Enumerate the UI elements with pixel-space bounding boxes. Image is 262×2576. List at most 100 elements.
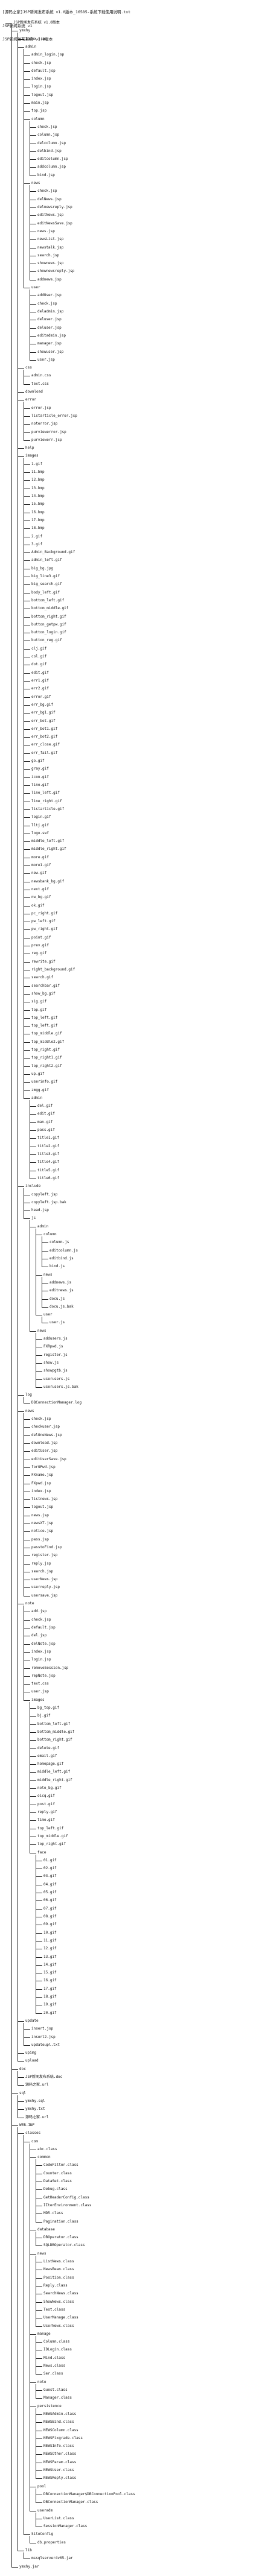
tree-node-label: SessionManager.class [43, 2524, 88, 2529]
tree-node: News.class [43, 2364, 65, 2369]
tree-node: listarticle_error.jsp [31, 414, 77, 419]
tree-node: userNews.jsp [31, 1577, 57, 1582]
tree-branch-line [24, 480, 30, 481]
tree-node-label: UserNews.class [43, 2323, 74, 2328]
tree-node: login.jsp [31, 1657, 51, 1662]
tree-node-label: userNews.jsp [31, 1577, 58, 1582]
tree-trunk-line [11, 25, 12, 2567]
tree-node: reply.jsp [31, 1562, 51, 1566]
tree-node-label: dot.gif [31, 662, 47, 667]
tree-node-label: reg.gif [31, 951, 47, 956]
tree-branch-line [36, 1908, 42, 1910]
tree-node: title1.gif [37, 1136, 59, 1141]
tree-node-label: register.js [43, 1352, 68, 1357]
tree-node: big_bg.jpg [31, 566, 53, 571]
tree-node-label: IIterEnvironment.class [43, 2203, 92, 2207]
tree-node: upimg [25, 2051, 36, 2055]
tree-node: err1.gif [31, 679, 49, 683]
tree-node-label: 16.gif [43, 1978, 57, 1983]
tree-branch-line [24, 769, 30, 770]
tree-node-label: insert.jsp [31, 2027, 54, 2031]
tree-node-label: showpgtb.js [43, 1369, 68, 1373]
tree-node: delcolumn.jsp [37, 141, 66, 146]
tree-branch-line [24, 103, 30, 104]
tree-branch-line [24, 1419, 30, 1420]
tree-branch-line [36, 2326, 42, 2327]
tree-branch-line [18, 2021, 24, 2022]
tree-node-label: news [37, 2251, 46, 2256]
tree-node: top_middle2.gif [31, 1040, 64, 1045]
tree-node: bottom_middle.gif [37, 1730, 74, 1735]
tree-node-label: next.gif [31, 887, 49, 891]
tree-node-label: login.gif [31, 815, 51, 820]
tree-branch-line [36, 2502, 42, 2504]
tree-node: note [25, 1601, 34, 1606]
tree-branch-line [24, 905, 30, 907]
tree-node: error [25, 397, 36, 402]
tree-branch-line [36, 2277, 42, 2279]
tree-branch-line [24, 1403, 30, 1404]
tree-node: userusers.js [43, 1377, 69, 1382]
tree-branch-line [36, 2358, 42, 2359]
tree-node-label: icon.gif [31, 774, 49, 779]
tree-node: 源码之家.url [25, 2083, 48, 2087]
tree-node: bottom_left.gif [37, 1722, 70, 1727]
tree-branch-line [36, 1371, 42, 1372]
tree-node-label: err_close.gif [31, 742, 60, 747]
tree-branch-line [30, 2157, 36, 2159]
tree-node-label: passtoFind.jsp [31, 1545, 62, 1549]
tree-branch-line [24, 1074, 30, 1075]
tree-node-label: FXname.jsp [31, 1473, 54, 1478]
tree-node: userusers.js.bak [43, 1385, 78, 1390]
tree-node: persistence [37, 2404, 62, 2409]
tree-node-label: DataSet.class [43, 2179, 72, 2184]
tree-node: news [25, 1409, 34, 1414]
tree-node-label: admin [37, 1224, 49, 1229]
tree-branch-line [36, 2245, 42, 2247]
tree-node: help [25, 446, 34, 451]
tree-node: post.gif [37, 1802, 55, 1807]
tree-node-label: pw_left.gif [31, 919, 56, 924]
tree-node-label: deladmin.jsp [37, 309, 64, 314]
tree-branch-line [24, 1595, 30, 1597]
tree-node-label: NEWSReply.class [43, 2476, 77, 2481]
tree-branch-line [24, 841, 30, 843]
tree-node-label: SQLDBOperator.class [43, 2243, 85, 2248]
tree-node-label: register.jsp [31, 1553, 58, 1558]
tree-node: listnews.jsp [31, 1497, 57, 1502]
tree-node: removeSession.jsp [31, 1666, 68, 1671]
tree-branch-line [36, 1932, 42, 1934]
tree-node: top_middle.gif [31, 1031, 62, 1036]
tree-node: admin_login.jsp [31, 52, 64, 57]
tree-branch-line [24, 408, 30, 409]
tree-branch-line [24, 897, 30, 899]
tree-branch-line [36, 2398, 42, 2399]
tree-node: SiteConfig [31, 2532, 53, 2537]
tree-node: SessionManager.class [43, 2524, 87, 2529]
tree-branch-line [24, 496, 30, 497]
tree-branch-line [30, 135, 36, 136]
tree-node: NEWSUser.class [43, 2468, 74, 2473]
tree-node-label: DBConnectionManager.class [43, 2500, 98, 2505]
tree-node-label: noterror.jsp [31, 422, 58, 426]
tree-node-label: email.gif [37, 1753, 57, 1758]
tree-node-label: post.gif [37, 1802, 55, 1806]
tree-node: button_getpw.gif [31, 622, 66, 627]
tree-node-label: 14.bmp [31, 493, 45, 498]
tree-branch-line [24, 2029, 30, 2030]
tree-node-label: 16.bmp [31, 510, 45, 514]
tree-node-label: head.jsp [31, 1208, 49, 1213]
tree-node-label: search.gif [31, 975, 54, 980]
tree-node-label: new.gif [31, 871, 47, 876]
tree-node-label: Reply.class [43, 2283, 68, 2288]
tree-branch-line [18, 2061, 24, 2062]
tree-node-label: title2.gif [37, 1144, 60, 1148]
tree-node: lib [25, 2548, 32, 2553]
tree-node-label: deluser.jsp [37, 325, 62, 330]
tree-node: showpgtb.js [43, 1369, 68, 1373]
tree-node: middle_right.gif [31, 847, 66, 852]
tree-node-label: show_bg.gif [31, 991, 56, 996]
tree-node-label: copyleft.jsp [31, 1192, 58, 1197]
tree-node: JSP新闻发布系统.doc [25, 2075, 62, 2080]
tree-node: column [43, 1232, 57, 1237]
